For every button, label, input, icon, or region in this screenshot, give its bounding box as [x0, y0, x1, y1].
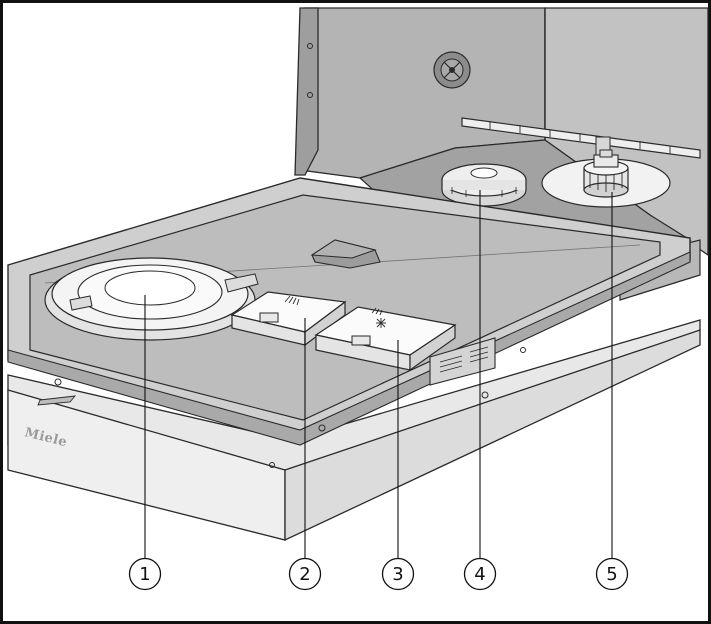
- detergent-compartment-prewash: [314, 306, 457, 372]
- dishwasher-door: Miele: [7, 177, 701, 542]
- callout-4: 4: [463, 557, 497, 591]
- callout-number-3: 3: [392, 564, 403, 585]
- filter-combination: [541, 149, 671, 208]
- salt-reservoir-cap: [441, 163, 527, 207]
- callout-1: 1: [128, 557, 162, 591]
- callout-leaders: [144, 190, 613, 558]
- callout-3: 3: [381, 557, 415, 591]
- detergent-compartment-main: [230, 291, 347, 347]
- callout-number-2: 2: [299, 564, 310, 585]
- callout-number-1: 1: [139, 564, 150, 585]
- callout-number-4: 4: [474, 564, 485, 585]
- callout-number-5: 5: [606, 564, 617, 585]
- callout-2: 2: [288, 557, 322, 591]
- data-plate: [429, 337, 496, 386]
- callout-5: 5: [595, 557, 629, 591]
- upper-spray-nozzle: [433, 51, 471, 89]
